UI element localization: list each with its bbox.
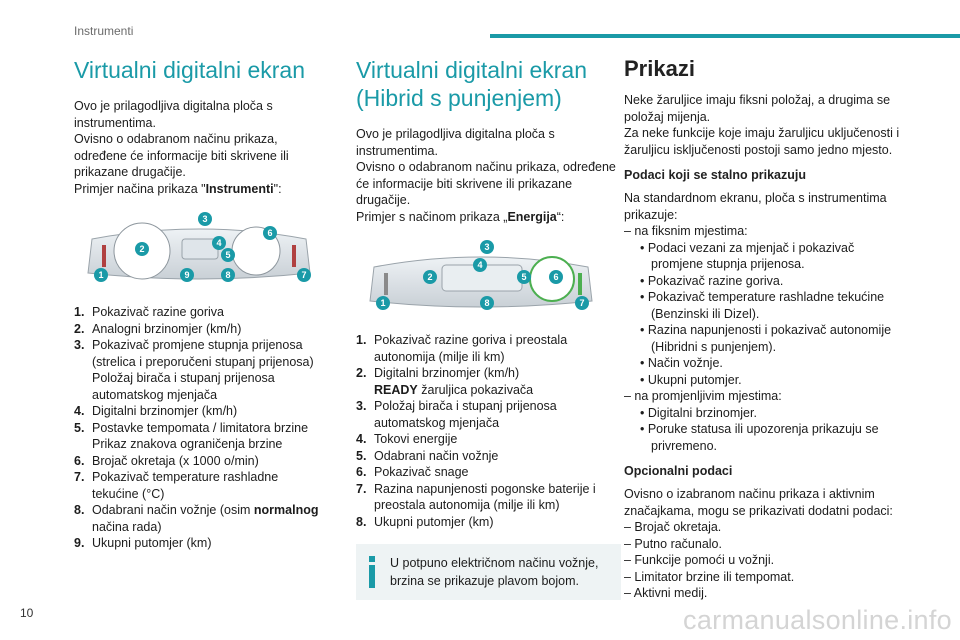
legend-item: 7.Razina napunjenosti pogonske baterije … [356,481,596,513]
list-item: • Pokazivač temperature rashladne tekući… [640,290,885,321]
note-text: U potpuno električnom načinu vožnje, brz… [390,556,599,588]
legend-item: 1.Pokazivač razine goriva [74,305,225,319]
intro-line-2: Ovisno o odabranom načinu prikaza, određ… [74,132,289,179]
column-virtual-display: Virtualni digitalni ekran Ovo je prilago… [74,56,324,552]
list-item: – Funkcije pomoći u vožnji. [624,553,775,567]
legend-item: READY žaruljica pokazivača [374,382,534,397]
svg-text:8: 8 [225,270,230,280]
svg-text:3: 3 [484,242,489,252]
list-item: – Limitator brzine ili tempomat. [624,569,795,584]
svg-text:5: 5 [521,272,526,282]
svg-text:6: 6 [553,272,558,282]
svg-text:4: 4 [216,238,221,248]
list-item: – Aktivni medij. [624,586,708,600]
instrument-cluster-illustration: 3 2 4 5 6 1 9 8 7 [87,212,311,282]
callouts: 3 2 4 5 6 1 9 8 7 [94,212,311,282]
legend-item: 8.Ukupni putomjer (km) [356,514,494,529]
legend-item: 9.Ukupni putomjer (km) [74,536,212,550]
legend-item: 2.Digitalni brzinomjer (km/h) [356,366,520,380]
intro-line-1: Ovo je prilagodljiva digitalna ploča s i… [356,127,555,158]
intro-line-2: Ovisno o odabranom načinu prikaza, određ… [356,160,616,207]
example-caption: Primjer s načinom prikaza „Energija“: [356,209,565,224]
list-item: • Način vožnje. [640,356,723,370]
list-item: – Putno računalo. [624,536,722,551]
legend-item: 4.Digitalni brzinomjer (km/h) [74,404,238,418]
subheading-always-displayed: Podaci koji se stalno prikazuju [624,168,806,182]
column-hybrid-display: Virtualni digitalni ekran (Hibrid s punj… [356,56,621,600]
sub2-intro: Ovisno o izabranom načinu prikaza i akti… [624,487,893,518]
page-number: 10 [20,606,34,620]
list-item: – Brojač okretaja. [624,520,722,534]
variable-location-list: – na promjenljivim mjestima: [624,388,904,405]
legend-list: 1.Pokazivač razine goriva 2.Analogni brz… [74,304,324,552]
section-header: Instrumenti [74,24,134,38]
intro-line-2: Za neke funkcije koje imaju žaruljicu uk… [624,126,900,157]
svg-text:1: 1 [98,270,103,280]
legend-item: 2.Analogni brzinomjer (km/h) [74,321,242,336]
section-title: Virtualni digitalni ekran (Hibrid s punj… [356,57,587,111]
subheading-optional-data: Opcionalni podaci [624,464,733,478]
legend-item: 1.Pokazivač razine goriva i preostala au… [356,333,568,364]
watermark: carmanualsonline.info [683,605,952,635]
svg-text:5: 5 [225,250,230,260]
list-item: • Digitalni brzinomjer. [640,405,757,420]
intro-line-1: Ovo je prilagodljiva digitalna ploča s i… [74,99,273,130]
intro-line-1: Neke žaruljice imaju fiksni položaj, a d… [624,93,891,124]
legend-item: 5.Odabrani način vožnje [356,448,499,463]
legend-item: Položaj birača i stupanj prijenosa autom… [92,371,275,402]
legend-item: 6.Brojač okretaja (x 1000 o/min) [74,453,259,468]
legend-list: 1.Pokazivač razine goriva i preostala au… [356,332,621,530]
legend-item: 8.Odabrani način vožnje (osim normalnog … [74,503,319,534]
section-title: Prikazi [624,56,695,81]
section-title: Virtualni digitalni ekran [74,57,305,83]
hybrid-cluster-illustration: 3 2 4 5 6 1 8 7 [369,240,593,310]
svg-text:2: 2 [139,244,144,254]
sub1-intro: Na standardnom ekranu, ploča s instrumen… [624,191,887,222]
list-item: • Poruke statusa ili upozorenja prikazuj… [640,422,879,453]
legend-item: 4.Tokovi energije [356,432,458,446]
list-item: • Podaci vezani za mjenjač i pokazivač p… [640,240,855,272]
variable-items-list: • Digitalni brzinomjer. • Poruke statusa… [624,405,904,455]
svg-text:8: 8 [484,298,489,308]
svg-text:2: 2 [427,272,432,282]
svg-text:3: 3 [202,214,207,224]
list-item: – na promjenljivim mjestima: [624,389,782,403]
callouts: 3 2 4 5 6 1 8 7 [376,240,589,310]
svg-text:6: 6 [267,228,272,238]
legend-item: 6.Pokazivač snage [356,465,469,479]
info-icon [369,556,375,588]
optional-items-list: – Brojač okretaja. – Putno računalo. – F… [624,519,904,602]
svg-text:7: 7 [579,298,584,308]
list-item: • Razina napunjenosti i pokazivač autono… [640,323,892,354]
svg-text:9: 9 [184,270,189,280]
svg-text:7: 7 [301,270,306,280]
svg-text:4: 4 [477,260,482,270]
fixed-items-list: • Podaci vezani za mjenjač i pokazivač p… [624,240,904,389]
legend-item: 7.Pokazivač temperature rashladne tekući… [74,470,279,501]
example-caption: Primjer načina prikaza "Instrumenti": [74,181,282,196]
column-displays: Prikazi Neke žaruljice imaju fiksni polo… [624,56,904,602]
legend-item: 5.Postavke tempomata / limitatora brzine [74,420,309,435]
legend-item: Prikaz znakova ograničenja brzine [92,437,283,451]
list-item: – na fiksnim mjestima: [624,224,748,238]
svg-text:1: 1 [380,298,385,308]
legend-item: 3.Pokazivač promjene stupnja prijenosa (… [74,338,314,369]
list-item: • Ukupni putomjer. [640,372,742,387]
list-item: • Pokazivač razine goriva. [640,273,784,288]
header-accent-bar [490,34,960,38]
fixed-location-list: – na fiksnim mjestima: [624,223,904,240]
info-note: U potpuno električnom načinu vožnje, brz… [356,544,621,600]
legend-item: 3.Položaj birača i stupanj prijenosa aut… [356,399,557,430]
